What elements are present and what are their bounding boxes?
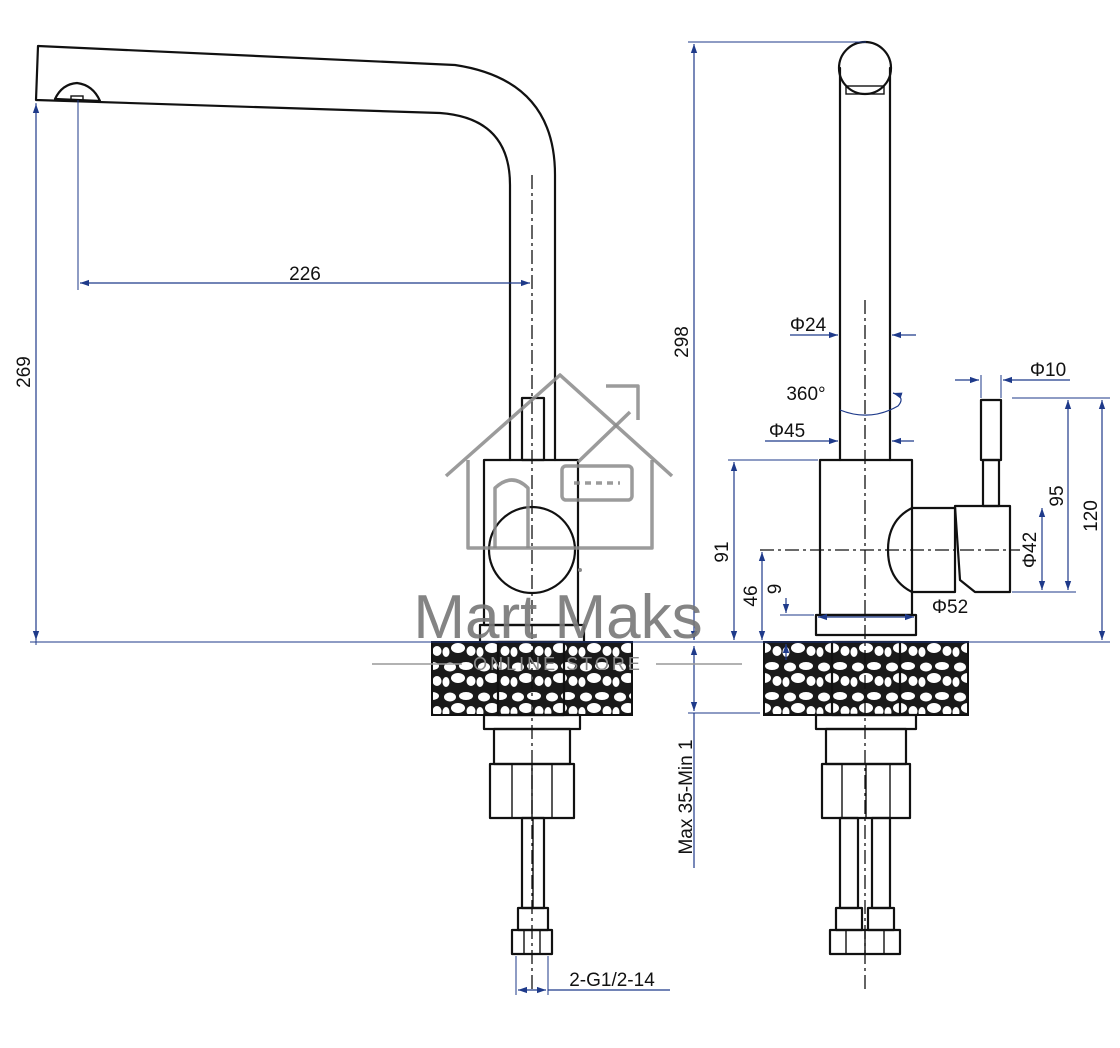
dim-phi24: Φ24	[790, 315, 827, 336]
front-dimensions: 226 269 2-G1/2-14	[14, 100, 700, 995]
dim-91: 91	[712, 541, 733, 562]
dim-298: 298	[672, 326, 693, 358]
watermark: Mart Maks ONLINE STORE	[372, 373, 742, 674]
dim-hose-thread: 2-G1/2-14	[569, 970, 655, 991]
spout-outline	[34, 44, 557, 462]
watermark-brand: Mart Maks	[413, 583, 702, 652]
dim-269: 269	[14, 356, 35, 388]
dim-countertop: Max 35-Min 1	[676, 739, 697, 854]
dim-phi10: Φ10	[1030, 360, 1066, 381]
dim-226: 226	[289, 264, 321, 285]
watermark-tagline: ONLINE STORE	[473, 654, 643, 674]
side-view	[760, 40, 1020, 990]
side-dimensions: 298 Max 35-Min 1 Φ24 360° Φ45 Φ10 95 120…	[672, 41, 1110, 868]
aerator	[53, 81, 102, 103]
house-shop-icon	[444, 373, 674, 572]
dim-phi42: Φ42	[1020, 532, 1041, 568]
front-view	[34, 44, 633, 990]
dim-rotation: 360°	[786, 384, 825, 405]
dim-phi45: Φ45	[769, 421, 805, 442]
dim-9: 9	[765, 584, 786, 595]
dim-phi52: Φ52	[932, 597, 968, 618]
dim-95: 95	[1047, 485, 1068, 506]
dim-46: 46	[741, 585, 762, 606]
dim-120: 120	[1081, 500, 1102, 532]
